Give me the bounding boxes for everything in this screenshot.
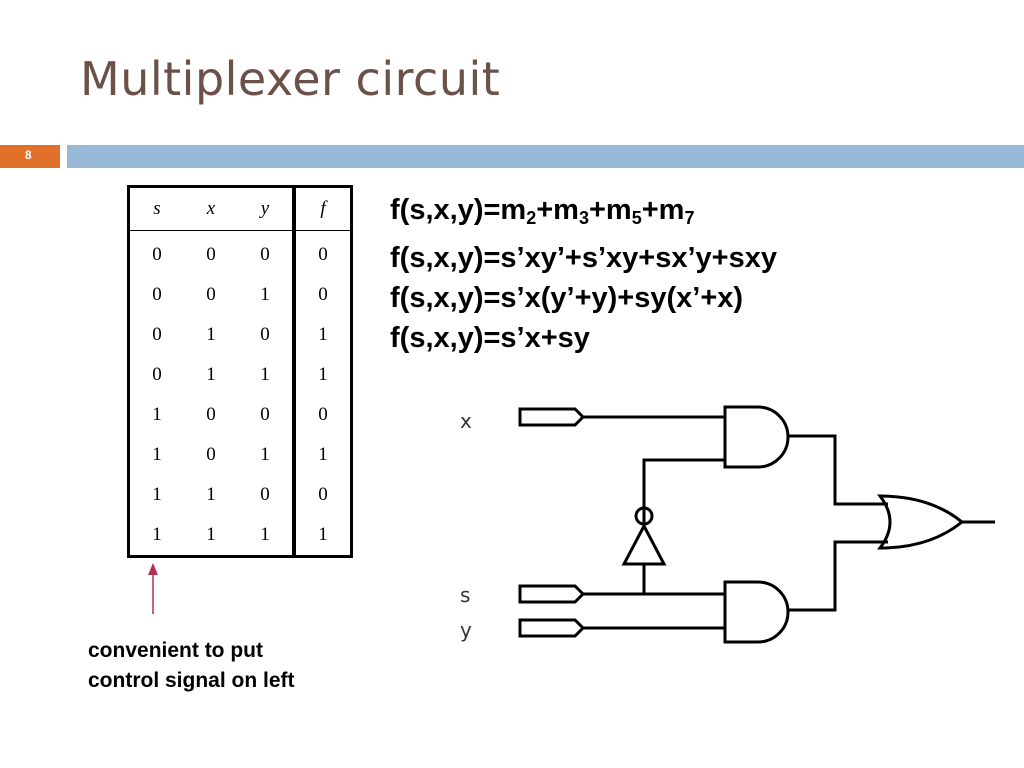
cell-y: 0 <box>260 404 270 425</box>
cell-y: 0 <box>260 484 270 505</box>
cell-x: 0 <box>206 284 216 305</box>
cell-x: 1 <box>206 524 216 545</box>
cell-x: 1 <box>206 484 216 505</box>
input-label-y: y <box>460 618 472 642</box>
wire-and1-to-or <box>788 434 888 506</box>
header-s: s <box>128 186 184 231</box>
cell-f: 0 <box>292 230 352 275</box>
up-arrow-icon <box>148 563 158 614</box>
and-gate-top <box>723 405 790 469</box>
equation-factored: f(s,x,y)=s’x(y’+y)+sy(x’+x) <box>390 282 744 314</box>
table-row: 1 0 0 0 <box>129 395 352 435</box>
input-connector-s <box>518 584 586 604</box>
equation-simplified: f(s,x,y)=s’x+sy <box>390 322 590 354</box>
cell-s: 1 <box>152 404 162 425</box>
cell-s: 0 <box>152 364 162 385</box>
cell-y: 1 <box>260 444 270 465</box>
header-y: y <box>238 186 294 231</box>
note-line-1: convenient to put <box>88 639 263 662</box>
truth-table-header: s x y f <box>128 186 352 231</box>
cell-s: 1 <box>152 524 162 545</box>
cell-f: 0 <box>292 275 352 315</box>
table-row: 0 0 1 0 <box>129 275 352 315</box>
slide-number: 8 <box>25 148 32 162</box>
cell-x: 0 <box>206 244 216 265</box>
wire-inverter-to-and <box>642 458 725 525</box>
not-gate <box>621 522 667 566</box>
cell-s: 0 <box>152 324 162 345</box>
equations: f(s,x,y)=m2+m3+m5+m7 f(s,x,y)=s’xy’+s’xy… <box>390 190 777 358</box>
cell-f: 0 <box>292 475 352 515</box>
table-row: 0 0 0 0 <box>129 230 352 275</box>
cell-s: 1 <box>152 444 162 465</box>
table-row: 1 1 0 0 <box>129 475 352 515</box>
slide-number-box: 8 <box>0 145 60 168</box>
cell-f: 1 <box>292 355 352 395</box>
cell-x: 1 <box>206 364 216 385</box>
cell-f: 0 <box>292 395 352 435</box>
cell-x: 0 <box>206 404 216 425</box>
or-gate <box>876 494 965 550</box>
equation-sop: f(s,x,y)=s’xy’+s’xy+sx’y+sxy <box>390 242 777 274</box>
cell-f: 1 <box>292 315 352 355</box>
slide-title: Multiplexer circuit <box>80 52 501 106</box>
cell-f: 1 <box>292 435 352 475</box>
input-label-x: x <box>460 409 472 433</box>
wire-and2-to-or <box>788 540 888 612</box>
cell-x: 1 <box>206 324 216 345</box>
input-connector-x <box>518 407 586 427</box>
table-row: 0 1 0 1 <box>129 315 352 355</box>
truth-table: s x y f 0 0 0 0 0 0 1 0 0 1 0 1 0 1 1 1 … <box>127 185 353 558</box>
table-row: 1 0 1 1 <box>129 435 352 475</box>
note-line-2: control signal on left <box>88 669 295 692</box>
cell-s: 0 <box>152 284 162 305</box>
cell-y: 1 <box>260 524 270 545</box>
cell-y: 0 <box>260 324 270 345</box>
input-label-s: s <box>460 583 470 607</box>
table-row: 1 1 1 1 <box>129 515 352 557</box>
table-row: 0 1 1 1 <box>129 355 352 395</box>
cell-y: 1 <box>260 364 270 385</box>
cell-s: 1 <box>152 484 162 505</box>
equation-minterms: f(s,x,y)=m2+m3+m5+m7 <box>390 194 695 228</box>
control-signal-note: convenient to put control signal on left <box>88 636 295 696</box>
cell-y: 0 <box>260 244 270 265</box>
header-bar <box>67 145 1024 168</box>
header-x: x <box>184 186 238 231</box>
input-connector-y <box>518 618 586 638</box>
cell-x: 0 <box>206 444 216 465</box>
cell-s: 0 <box>152 244 162 265</box>
and-gate-bottom <box>723 580 790 644</box>
header-f: f <box>292 186 352 231</box>
not-gate-bubble <box>634 506 654 526</box>
cell-y: 1 <box>260 284 270 305</box>
cell-f: 1 <box>292 515 352 557</box>
